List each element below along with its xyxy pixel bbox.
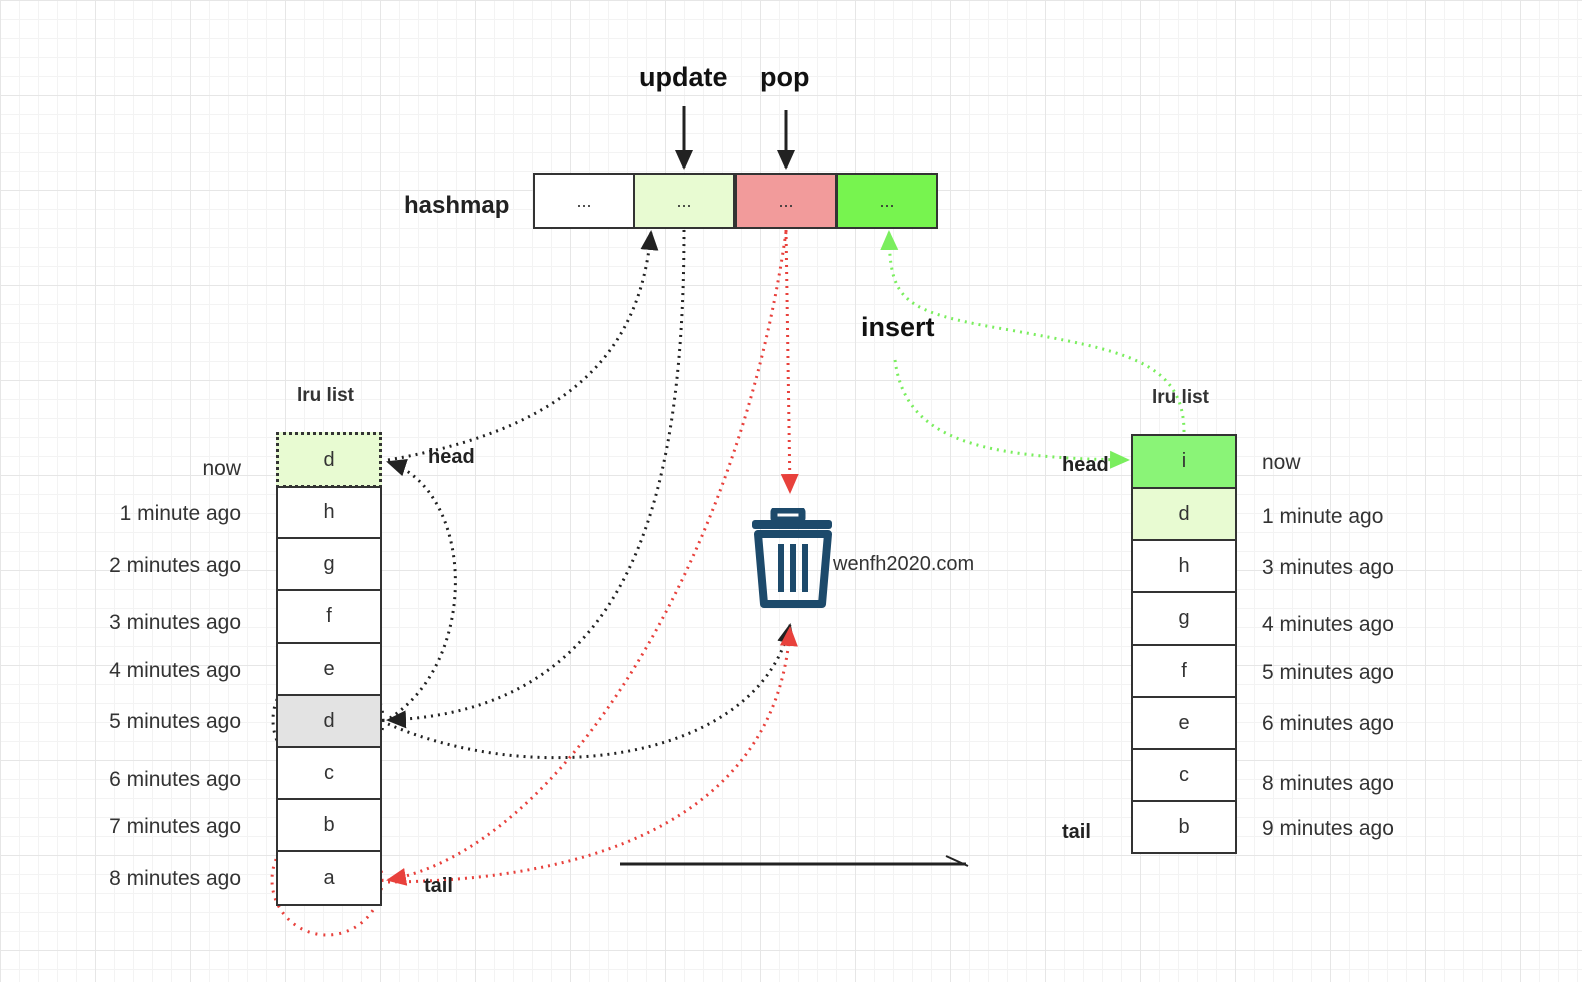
- trash-icon: [748, 506, 838, 608]
- right-list-time: now: [1262, 451, 1301, 474]
- left-list-time: 1 minute ago: [119, 502, 241, 525]
- left-list-node: c: [276, 746, 382, 800]
- left-list-time: 4 minutes ago: [109, 659, 241, 682]
- baseline-tick: [945, 855, 969, 867]
- right-list-node: b: [1131, 800, 1237, 854]
- right-head-label: head: [1062, 454, 1109, 476]
- left-list-node: g: [276, 537, 382, 591]
- right-list-title: lru list: [1152, 387, 1210, 408]
- left-list-node: d: [276, 432, 382, 488]
- left-list-node: a: [276, 850, 382, 906]
- update-head-link: [387, 230, 659, 462]
- right-tail-label: tail: [1062, 821, 1091, 843]
- hashmap-cell: ...: [735, 173, 837, 229]
- insert-head-link: [893, 359, 1130, 469]
- update-old-node-link: [386, 229, 686, 729]
- hashmap-label: hashmap: [404, 192, 510, 219]
- right-list-time: 3 minutes ago: [1262, 556, 1394, 579]
- left-list-node: b: [276, 798, 382, 852]
- watermark-text: wenfh2020.com: [833, 553, 975, 575]
- right-list-node: c: [1131, 748, 1237, 802]
- right-list-time: 6 minutes ago: [1262, 712, 1394, 735]
- right-list-node: h: [1131, 539, 1237, 593]
- right-list-time: 5 minutes ago: [1262, 661, 1394, 684]
- left-list-node: f: [276, 589, 382, 644]
- right-list-time: 4 minutes ago: [1262, 613, 1394, 636]
- left-list-time: now: [202, 457, 241, 480]
- left-list-node: h: [276, 486, 382, 539]
- left-list-time: 7 minutes ago: [109, 815, 241, 838]
- tail-to-trash-link: [387, 626, 798, 884]
- hashmap-cell: ...: [836, 173, 938, 229]
- right-list-node: e: [1131, 696, 1237, 750]
- move-to-head-link: [386, 458, 457, 720]
- left-list-time: 5 minutes ago: [109, 710, 241, 733]
- update-label: update: [639, 62, 728, 92]
- hashmap-cell: ...: [633, 173, 735, 229]
- left-list-time: 8 minutes ago: [109, 867, 241, 890]
- old-node-highlight-circle: [271, 663, 385, 777]
- right-list-time: 9 minutes ago: [1262, 817, 1394, 840]
- old-node-to-trash-link: [387, 623, 795, 760]
- right-list-node: d: [1131, 487, 1237, 541]
- pop-to-trash-link: [780, 229, 799, 494]
- left-head-label: head: [428, 446, 475, 468]
- left-list-node: e: [276, 642, 382, 696]
- hashmap-cell: ...: [533, 173, 635, 229]
- left-list-title: lru list: [297, 385, 355, 406]
- right-list-node: g: [1131, 591, 1237, 646]
- left-list-time: 2 minutes ago: [109, 554, 241, 577]
- right-list-time: 1 minute ago: [1262, 505, 1384, 528]
- left-list-node: d: [276, 694, 382, 748]
- tail-node-highlight-circle: [270, 823, 384, 937]
- right-list-node: f: [1131, 644, 1237, 698]
- left-list-time: 6 minutes ago: [109, 768, 241, 791]
- pop-label: pop: [760, 62, 810, 92]
- left-list-time: 3 minutes ago: [109, 611, 241, 634]
- pop-tail-link: [386, 231, 788, 886]
- right-list-time: 8 minutes ago: [1262, 772, 1394, 795]
- insert-label: insert: [861, 312, 935, 342]
- left-tail-label: tail: [424, 875, 453, 897]
- right-list-node: i: [1131, 434, 1237, 489]
